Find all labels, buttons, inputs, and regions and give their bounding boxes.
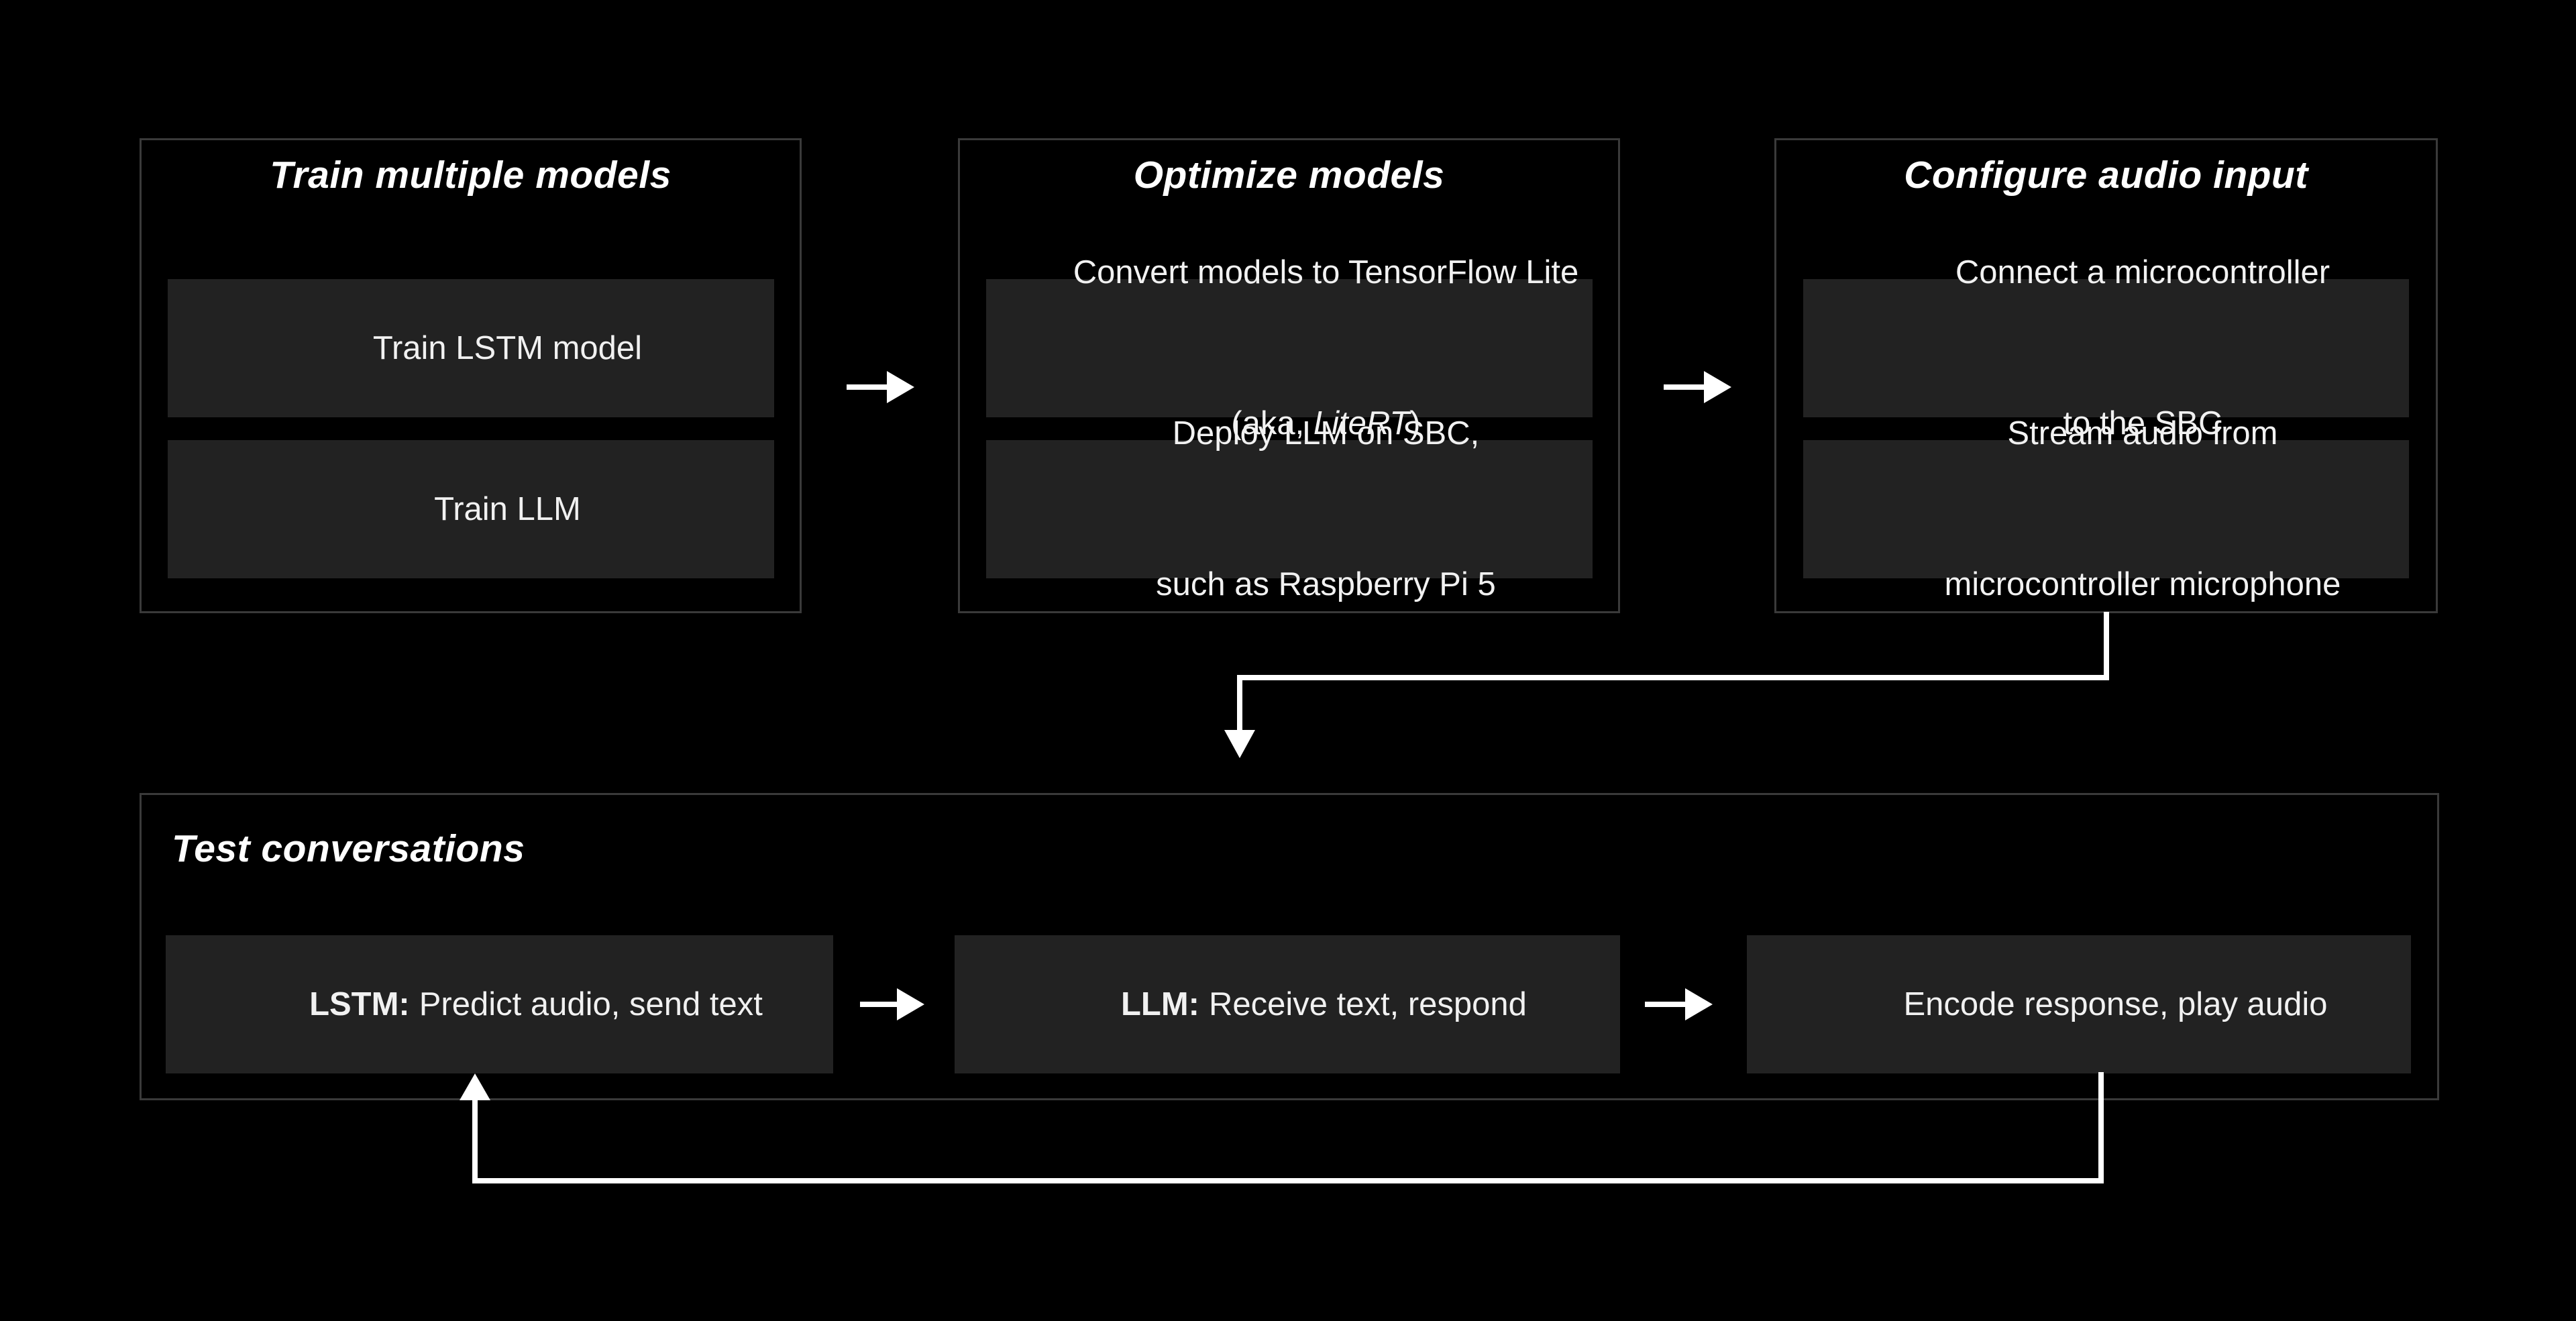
step-train-lstm-model: Train LSTM model	[168, 279, 774, 417]
step-text-italic: LiteRT	[1313, 405, 1410, 441]
step-text-line: Connect a microcontroller	[1955, 254, 2330, 290]
step-text-line: Receive text, respond	[1209, 986, 1527, 1022]
arrow-right-icon	[860, 988, 924, 1020]
stage-title-test-conversations: Test conversations	[172, 827, 525, 870]
step-stream-audio: Stream audio from microcontroller microp…	[1803, 415, 2409, 602]
step-text-line: Stream audio from	[2007, 415, 2278, 452]
stage-title-optimize-models: Optimize models	[1133, 154, 1445, 197]
connector-stage3-horizontal	[1237, 675, 2109, 680]
feedback-loop-left-vertical	[472, 1100, 478, 1183]
arrow-shaft	[847, 384, 887, 390]
step-convert-models-tflite: Convert models to TensorFlow Lite (aka, …	[986, 254, 1593, 441]
feedback-loop-horizontal	[472, 1178, 2104, 1183]
arrow-head	[1704, 371, 1731, 403]
step-text: Convert models to TensorFlow Lite	[1000, 197, 1579, 348]
step-text: Encode response, play audio	[1831, 929, 2328, 1080]
step-text: Stream audio from	[1935, 358, 2278, 509]
step-text-line: Train LSTM model	[372, 329, 643, 366]
connector-stage3-drop	[1237, 675, 1242, 733]
stage-test-conversations: Test conversations LSTM:Predict audio, s…	[140, 793, 2439, 1100]
step-text: Train LLM	[361, 434, 581, 585]
step-text: (aka, LiteRT)	[1158, 348, 1420, 499]
step-text: LLM: Receive text, respond	[1048, 929, 1527, 1080]
step-text: such as Raspberry Pi 5	[1083, 509, 1496, 660]
step-text: Deploy LLM on SBC,	[1099, 358, 1480, 509]
step-text: to the SBC	[1990, 348, 2222, 499]
step-text-line: microcontroller microphone	[1944, 566, 2341, 602]
stage-optimize-models: Optimize models Convert models to Tensor…	[958, 138, 1620, 613]
arrow-up-icon	[460, 1073, 490, 1100]
arrow-down-icon	[1224, 730, 1255, 758]
step-deploy-llm-sbc: Deploy LLM on SBC, such as Raspberry Pi …	[986, 415, 1593, 602]
arrow-head	[887, 371, 914, 403]
feedback-loop-right-vertical	[2098, 1072, 2104, 1183]
step-text-line: Convert models to TensorFlow Lite	[1073, 254, 1579, 290]
arrow-shaft	[1645, 1002, 1685, 1007]
stage-title-train-multiple-models: Train multiple models	[270, 154, 672, 197]
step-text-line: such as Raspberry Pi 5	[1156, 566, 1496, 602]
step-text-line: to the SBC	[2063, 405, 2222, 441]
step-connect-microcontroller: Connect a microcontroller to the SBC	[1803, 254, 2409, 441]
step-text-bold-label: LSTM:	[309, 986, 410, 1022]
step-text: Train LSTM model	[300, 273, 642, 424]
stage-configure-audio-input: Configure audio input Connect a microcon…	[1774, 138, 2438, 613]
arrow-right-icon	[1645, 988, 1713, 1020]
step-text: microcontroller microphone	[1872, 509, 2341, 660]
connector-stage3-vertical	[2104, 612, 2109, 679]
arrow-head	[1685, 988, 1713, 1020]
step-text: Connect a microcontroller	[1882, 197, 2330, 348]
step-text-line: )	[1409, 405, 1421, 441]
arrow-right-icon	[1664, 371, 1731, 403]
step-text-line: Deploy LLM on SBC,	[1172, 415, 1480, 452]
step-text-line: Encode response, play audio	[1903, 986, 2328, 1022]
step-text-line: (aka,	[1231, 405, 1313, 441]
stage-title-configure-audio-input: Configure audio input	[1904, 154, 2308, 197]
step-llm-receive-text: LLM: Receive text, respond	[955, 935, 1620, 1073]
step-text: LSTM:Predict audio, send text	[236, 929, 763, 1080]
arrow-shaft	[1664, 384, 1704, 390]
arrow-shaft	[860, 1002, 897, 1007]
step-encode-response: Encode response, play audio	[1747, 935, 2411, 1073]
step-text-line: Predict audio, send text	[419, 986, 763, 1022]
step-text-bold-label: LLM:	[1121, 986, 1199, 1022]
arrow-head	[897, 988, 924, 1020]
step-text-line: Train LLM	[434, 490, 581, 527]
step-train-llm: Train LLM	[168, 440, 774, 578]
step-lstm-predict-audio: LSTM:Predict audio, send text	[166, 935, 833, 1073]
arrow-right-icon	[847, 371, 914, 403]
stage-train-multiple-models: Train multiple models Train LSTM model T…	[140, 138, 802, 613]
